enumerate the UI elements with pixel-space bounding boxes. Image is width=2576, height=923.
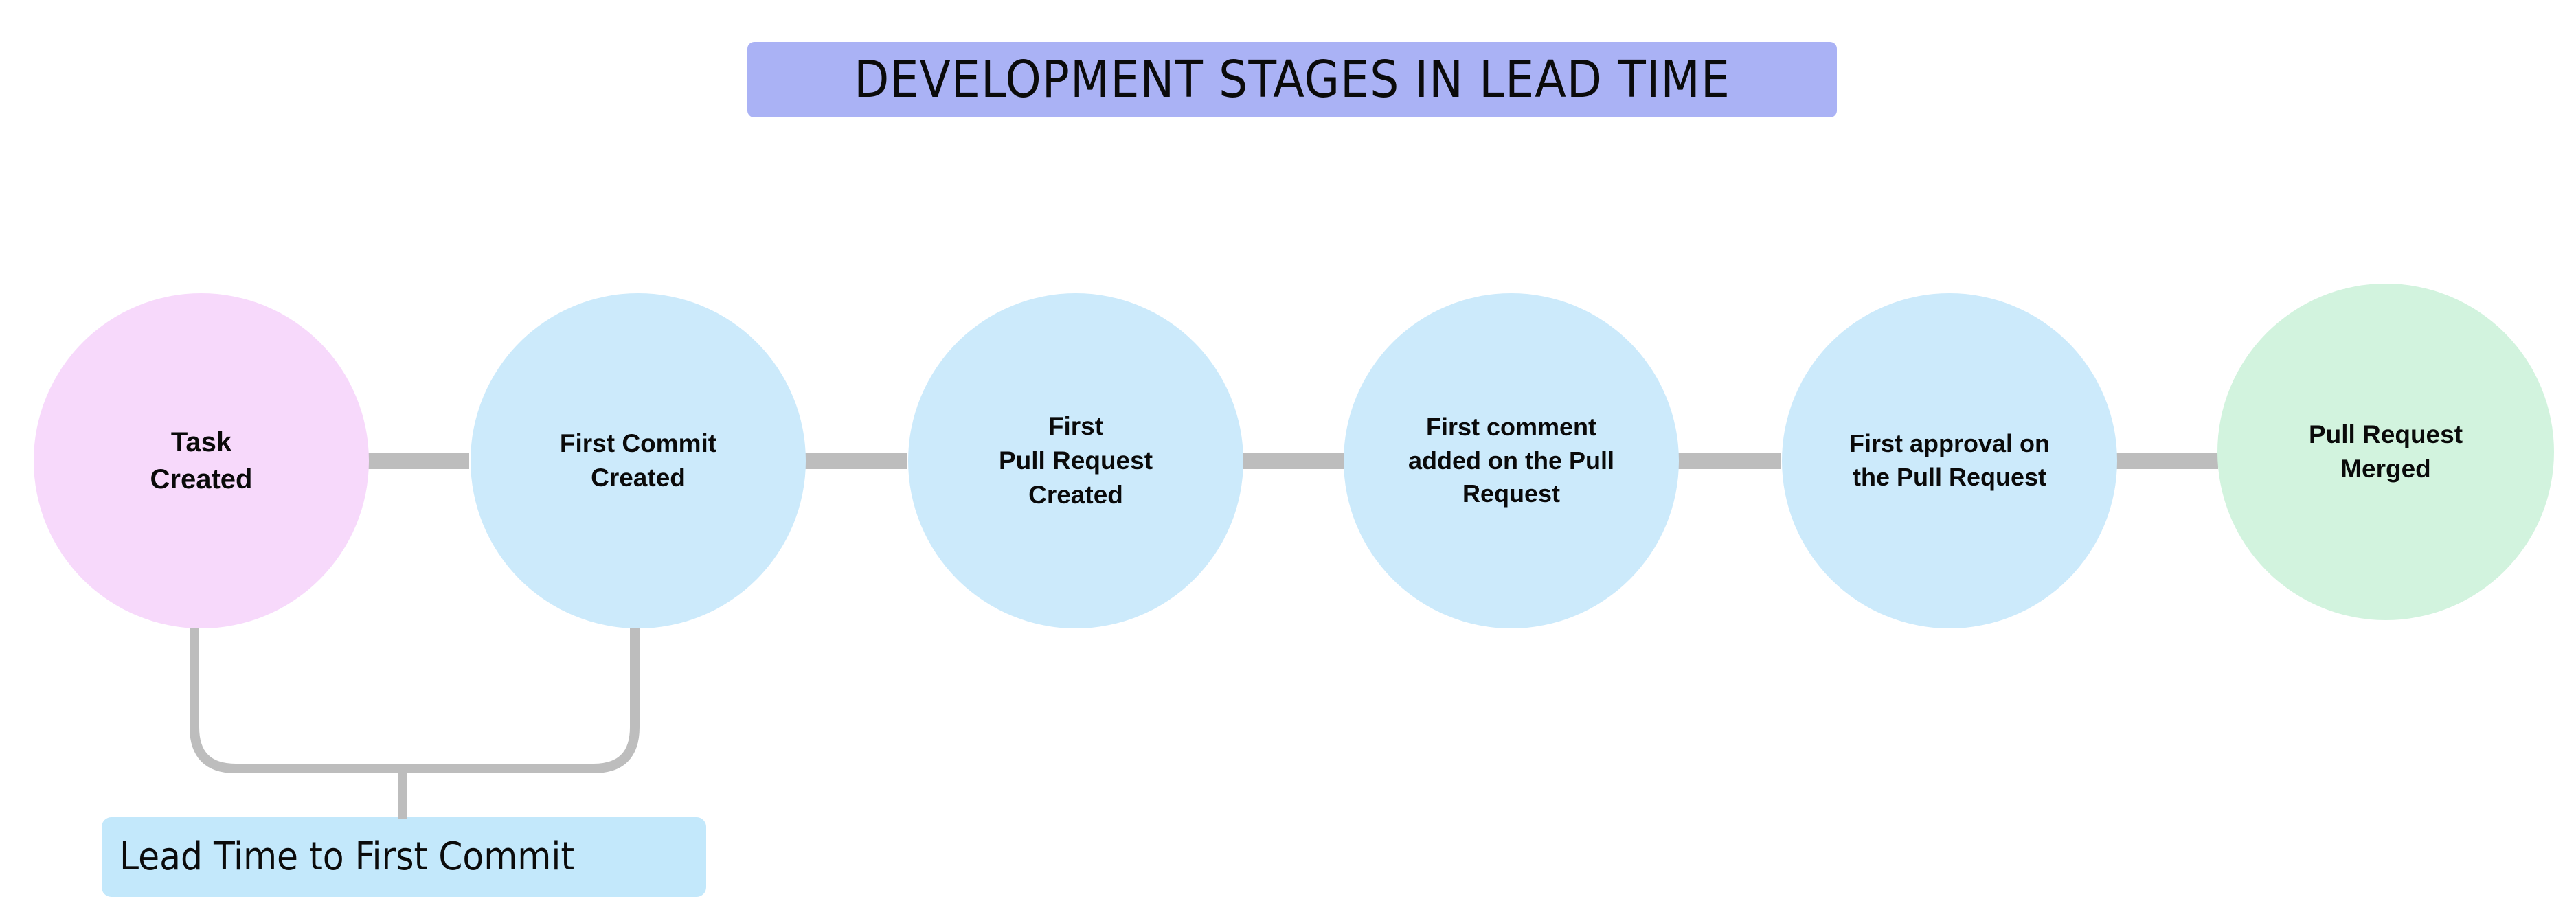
connector-task-to-first-commit	[365, 453, 469, 469]
stage-label: First Pull Request Created	[998, 412, 1153, 509]
lead-time-label-box[interactable]: Lead Time to First Commit	[102, 817, 706, 897]
stage-label: First comment added on the Pull Request	[1408, 413, 1614, 508]
stage-label: First approval on the Pull Request	[1849, 429, 2050, 491]
stage-node-first-approval-on-pull-request[interactable]: First approval on the Pull Request	[1782, 293, 2117, 628]
stage-node-first-comment-on-pull-request[interactable]: First comment added on the Pull Request	[1344, 293, 1679, 628]
stage-node-first-pull-request-created[interactable]: First Pull Request Created	[908, 293, 1243, 628]
stage-node-task-created[interactable]: Task Created	[34, 293, 369, 628]
stage-node-first-commit-created[interactable]: First Commit Created	[471, 293, 806, 628]
stage-label: Pull Request Merged	[2308, 420, 2463, 483]
stage-label: First Commit Created	[559, 429, 717, 492]
connector-first-comment-to-first-approval	[1676, 453, 1781, 469]
diagram-title-box: DEVELOPMENT STAGES IN LEAD TIME	[747, 42, 1837, 117]
stage-label: Task Created	[150, 427, 253, 494]
stage-node-pull-request-merged[interactable]: Pull Request Merged	[2217, 284, 2554, 620]
page-title: DEVELOPMENT STAGES IN LEAD TIME	[854, 50, 1730, 109]
lead-time-label: Lead Time to First Commit	[120, 834, 575, 879]
connector-first-commit-to-first-pr	[802, 453, 907, 469]
connector-first-approval-to-merged	[2114, 453, 2218, 469]
connector-first-pr-to-first-comment	[1240, 453, 1344, 469]
